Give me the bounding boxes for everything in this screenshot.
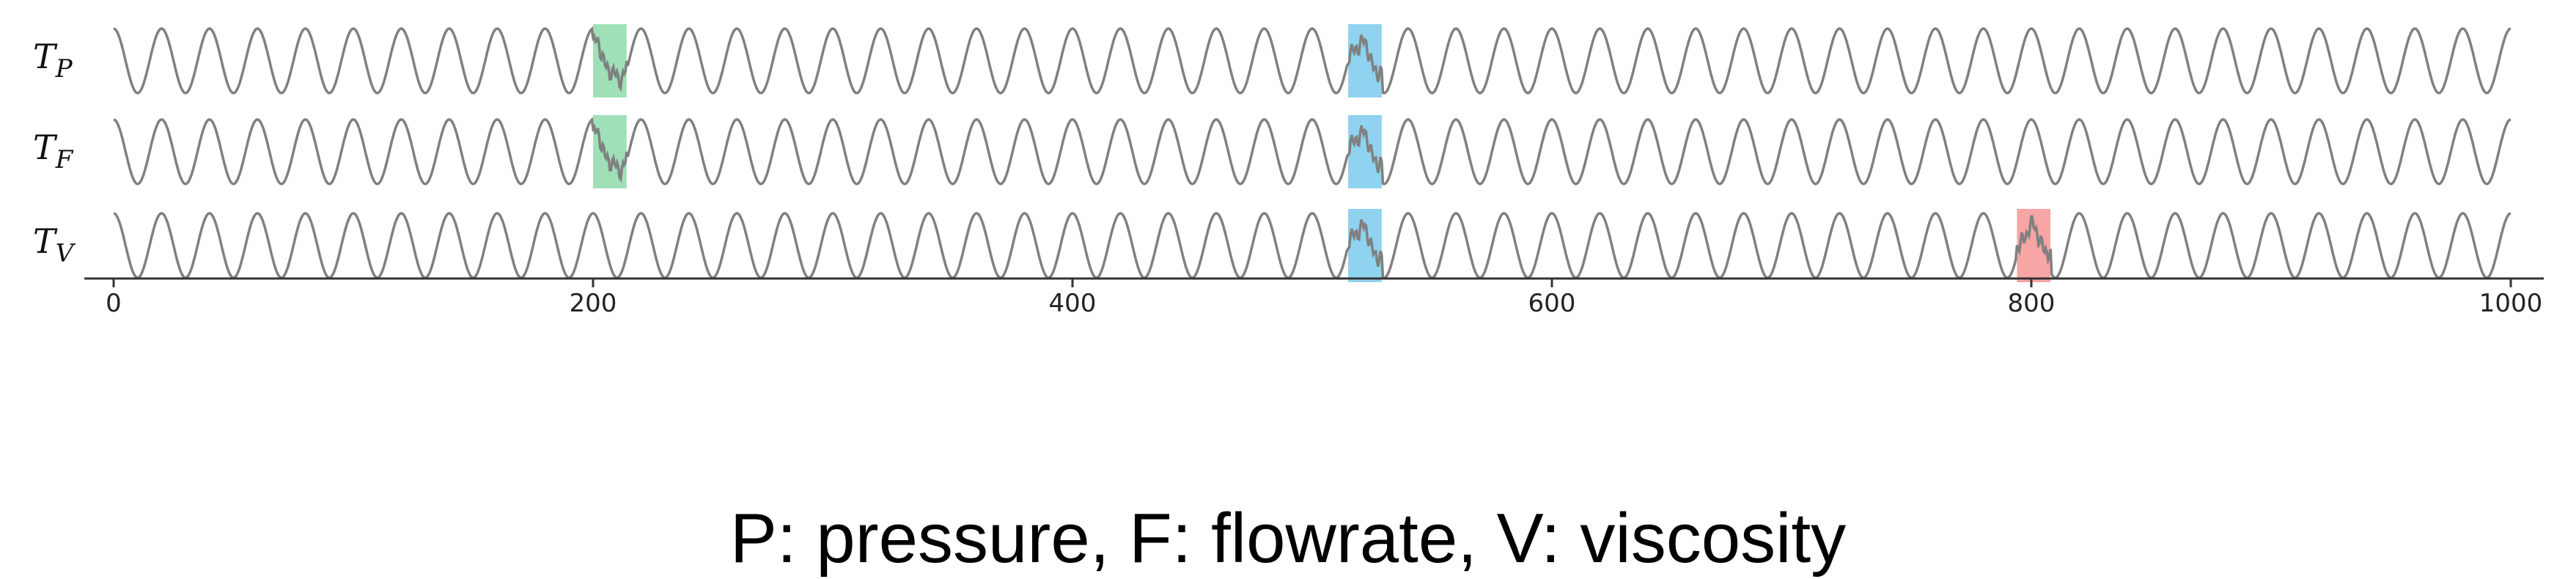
anomaly-band-p-2 xyxy=(1348,24,1382,97)
series-line-v xyxy=(113,212,2511,279)
row-label-p: TP xyxy=(33,37,73,84)
x-tick-label-800: 800 xyxy=(2008,289,2056,318)
anomaly-band-f-2 xyxy=(1348,115,1382,188)
series-lines xyxy=(113,26,2511,279)
anomaly-bands xyxy=(593,24,2051,282)
chart-caption: P: pressure, F: flowrate, V: viscosity xyxy=(729,499,1847,578)
x-tick-label-1000: 1000 xyxy=(2479,289,2543,318)
x-tick-label-400: 400 xyxy=(1049,289,1097,318)
anomaly-band-v-1 xyxy=(1348,209,1382,282)
x-tick-label-600: 600 xyxy=(1528,289,1576,318)
row-labels: TP TF TV xyxy=(33,37,76,268)
row-label-v: TV xyxy=(33,221,76,268)
series-line-f xyxy=(113,117,2511,185)
row-label-f: TF xyxy=(33,128,74,174)
x-tick-label-0: 0 xyxy=(106,289,122,318)
x-axis-ticks: 0 200 400 600 800 1000 xyxy=(106,279,2542,318)
series-line-p xyxy=(113,26,2511,95)
x-tick-label-200: 200 xyxy=(570,289,617,318)
time-series-chart: TP TF TV 0 200 400 600 800 1000 xyxy=(33,24,2544,318)
